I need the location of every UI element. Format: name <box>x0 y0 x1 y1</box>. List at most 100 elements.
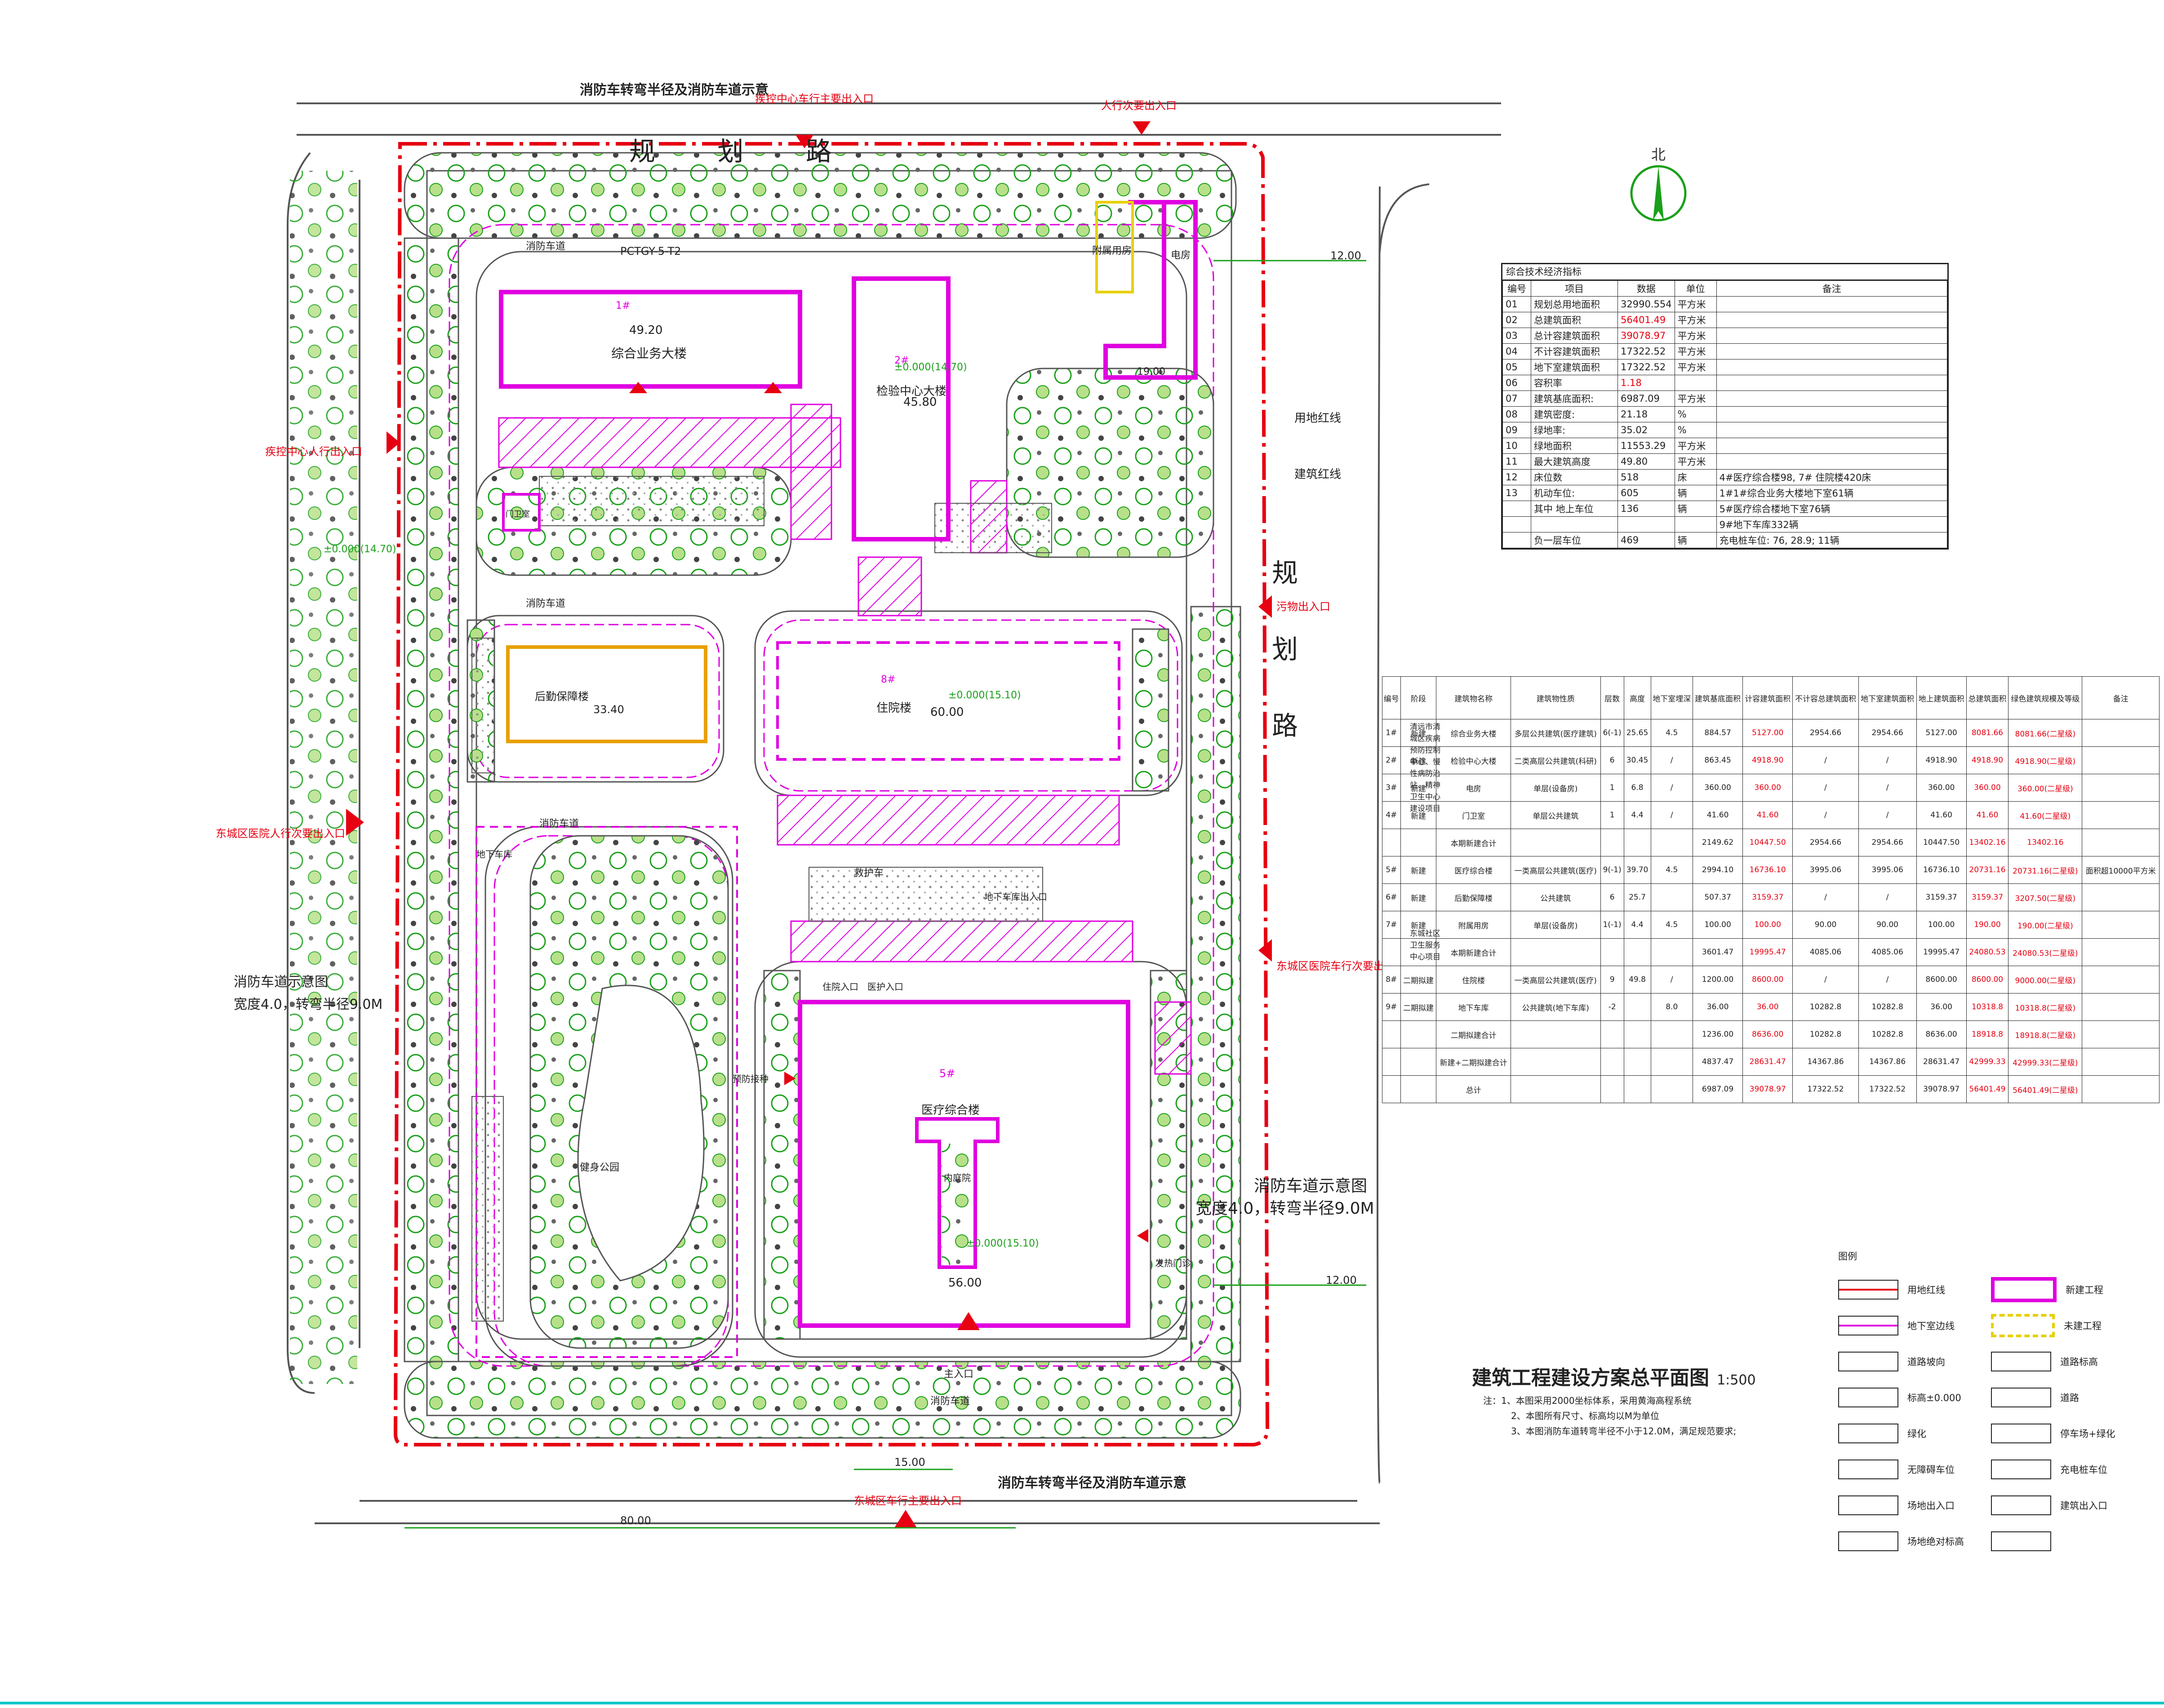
legend-swatch <box>1838 1316 1898 1335</box>
area-cell: 41.60(二星级) <box>2008 801 2083 829</box>
indicator-cell: 04 <box>1502 343 1531 359</box>
area-cell: 8636.00 <box>1916 1020 1967 1048</box>
indicator-cell: 39078.97 <box>1617 328 1675 344</box>
area-cell: 360.00 <box>1916 774 1967 802</box>
area-cell: 28631.47 <box>1742 1048 1793 1076</box>
legend-swatch <box>1991 1460 2051 1479</box>
indicator-cell: 136 <box>1617 501 1675 517</box>
indicator-cell: 17322.52 <box>1617 343 1675 359</box>
indicator-cell: 平方米 <box>1674 438 1717 454</box>
area-cell: 1 <box>1600 774 1624 802</box>
legend-item: 充电桩车位 <box>1991 1460 2144 1479</box>
area-cell <box>1400 1048 1437 1076</box>
legend-swatch <box>1838 1424 1898 1443</box>
area-cell: 14367.86 <box>1792 1048 1859 1076</box>
indicator-cell: 平方米 <box>1674 328 1717 344</box>
area-cell <box>1650 938 1693 966</box>
site-redline <box>393 142 1270 1446</box>
area-cell: 56401.49(二星级) <box>2008 1075 2083 1103</box>
area-cell: 20731.16(二星级) <box>2008 856 2083 884</box>
area-cell: 4837.47 <box>1692 1048 1743 1076</box>
area-table: 编号阶段建筑物名称建筑物性质层数高度地下室埋深建筑基底面积计容建筑面积不计容总建… <box>1382 676 2160 1103</box>
b1-dim: 49.20 <box>629 324 663 337</box>
indicator-cell: 总计容建筑面积 <box>1531 328 1618 344</box>
area-cell: 检验中心大楼 <box>1436 746 1511 774</box>
legend-swatch <box>1991 1352 2051 1371</box>
b1-label: 综合业务大楼 <box>611 346 687 361</box>
indicator-cell: 11 <box>1502 453 1531 470</box>
indicator-cell: 49.80 <box>1617 453 1675 470</box>
area-cell: 863.45 <box>1692 746 1743 774</box>
area-cell: 36.00 <box>1916 993 1967 1021</box>
garden-zones <box>467 368 1214 1349</box>
building-8 <box>776 641 1120 761</box>
area-cell: 10318.8 <box>1966 993 2009 1021</box>
legend-row: 无障碍车位充电桩车位 <box>1838 1451 2153 1487</box>
area-cell: 360.00 <box>1742 774 1793 802</box>
lane-label-4: 消防车道 <box>930 1396 970 1407</box>
area-cell <box>1600 1020 1624 1048</box>
area-cell: / <box>1858 966 1917 994</box>
area-cell: / <box>1650 746 1693 774</box>
area-cell: 41.60 <box>1742 801 1793 829</box>
north-arrow-icon <box>1630 165 1687 222</box>
indicator-cell: 1.18 <box>1617 375 1675 391</box>
legend-item: 建筑出入口 <box>1991 1495 2144 1515</box>
indicator-cell <box>1716 343 1948 359</box>
buildline-label: 建筑红线 <box>1294 468 1342 481</box>
area-cell: 4918.90 <box>1742 746 1793 774</box>
area-header-cell: 建筑物性质 <box>1510 676 1601 719</box>
area-cell: 10282.8 <box>1792 1020 1859 1048</box>
area-cell: 8081.66 <box>1966 719 2009 747</box>
area-cell <box>1650 883 1693 911</box>
building-4 <box>502 493 541 532</box>
indicator-cell: 地下室建筑面积 <box>1531 359 1618 375</box>
entrance-1: 疾控中心车行主要出入口 <box>755 93 874 105</box>
indicator-cell: 充电桩车位: 76, 28.9; 11辆 <box>1716 532 1948 548</box>
area-cell: 3995.06 <box>1858 856 1917 884</box>
legend-item: 道路坡向 <box>1838 1352 1991 1371</box>
legend-row: 场地绝对标高 <box>1838 1523 2153 1559</box>
entrance-fever: 发热门诊 <box>1155 1258 1191 1269</box>
area-cell <box>1400 1075 1437 1103</box>
indicator-cell: 4#医疗综合楼98, 7# 住院楼420床 <box>1716 469 1948 485</box>
level-b: ±0.000(15.10) <box>948 690 1021 701</box>
b5-id: 5# <box>939 1067 955 1080</box>
indicator-cell: 32990.554 <box>1617 296 1675 312</box>
area-cell: 1 <box>1600 801 1624 829</box>
area-cell: 16736.10 <box>1742 856 1793 884</box>
indicator-cell: 9#地下车库332辆 <box>1716 516 1948 532</box>
area-cell: 新建 <box>1400 911 1437 939</box>
area-cell: 360.00 <box>1692 774 1743 802</box>
area-cell: 门卫室 <box>1436 801 1511 829</box>
area-cell <box>2082 829 2160 856</box>
area-cell <box>2082 1048 2160 1076</box>
area-cell: 5# <box>1382 856 1401 884</box>
legend-item: 道路标高 <box>1991 1352 2144 1371</box>
area-cell: / <box>1858 774 1917 802</box>
area-cell <box>1650 1020 1693 1048</box>
indicator-cell: 469 <box>1617 532 1675 548</box>
area-cell: 9# <box>1382 993 1401 1021</box>
area-cell: 6.8 <box>1623 774 1651 802</box>
area-cell: 二期拟建 <box>1400 966 1437 994</box>
legend-label: 充电桩车位 <box>2060 1464 2107 1475</box>
area-cell: 2954.66 <box>1858 829 1917 856</box>
b1-id: 1# <box>616 300 631 311</box>
area-header-cell: 阶段 <box>1400 676 1437 719</box>
area-cell: 39078.97 <box>1742 1075 1793 1103</box>
area-cell: 42999.33 <box>1966 1048 2009 1076</box>
area-cell: 8600.00 <box>1966 966 2009 994</box>
entrance-inpatient: 住院入口 <box>822 981 858 992</box>
area-cell: 28631.47 <box>1916 1048 1967 1076</box>
area-cell: 19995.47 <box>1916 938 1967 966</box>
